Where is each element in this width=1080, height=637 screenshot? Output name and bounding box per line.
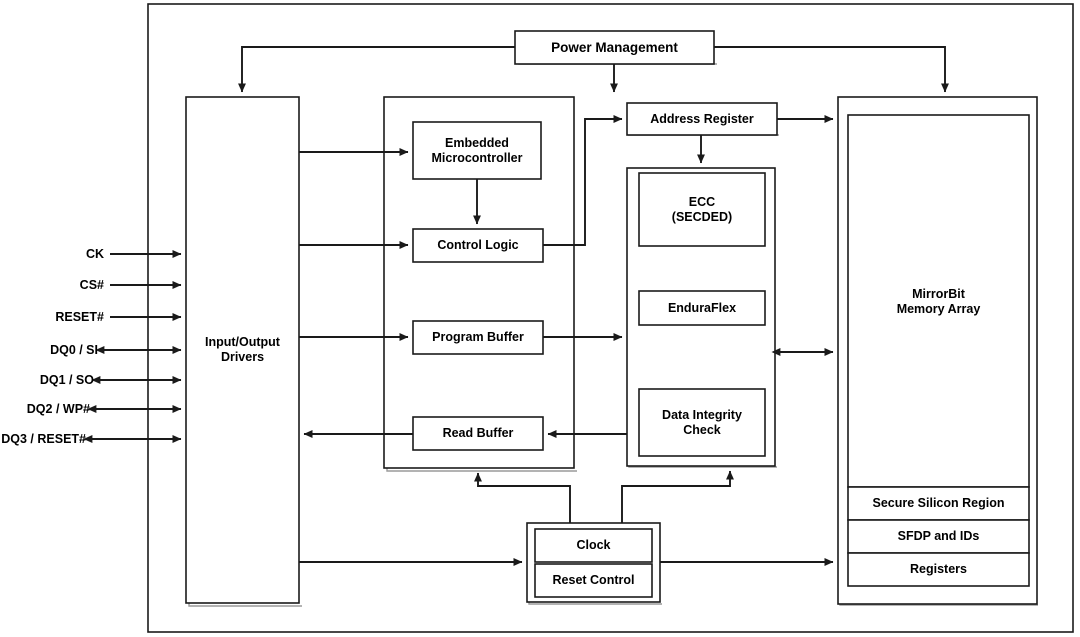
signal-label-dq2-wp: DQ2 / WP# <box>26 402 90 416</box>
program-buffer-block[interactable] <box>413 321 543 354</box>
signal-label-cs: CS# <box>79 278 104 292</box>
secure-silicon-region-block[interactable] <box>848 487 1029 520</box>
program-buffer-box <box>412 320 544 355</box>
embedded-mcu-box <box>412 121 542 180</box>
memory-array-block[interactable] <box>848 115 1029 487</box>
enduraflex-box <box>638 290 766 326</box>
data-integrity-check-box <box>638 388 766 457</box>
clock-box <box>534 528 653 563</box>
power-management-block[interactable] <box>515 31 714 64</box>
ecc-box <box>638 172 766 247</box>
wire-power-to-io <box>238 46 515 93</box>
sfdp-and-ids-block[interactable] <box>848 520 1029 553</box>
signal-label-dq1-so: DQ1 / SO <box>39 373 94 387</box>
reset-control-block[interactable] <box>535 564 652 597</box>
io-drivers-box <box>185 96 300 604</box>
wire-control-logic-to-address-register <box>543 115 623 246</box>
reset-control-box <box>534 563 653 598</box>
io-drivers-block[interactable] <box>186 97 299 603</box>
signal-label-reset: RESET# <box>55 310 104 324</box>
signal-label-ck: CK <box>85 247 104 261</box>
secure-silicon-region-box <box>847 486 1030 521</box>
read-buffer-block[interactable] <box>413 417 543 450</box>
address-register-block[interactable] <box>627 103 777 135</box>
memory-array-box <box>847 114 1030 488</box>
clock-block[interactable] <box>535 529 652 562</box>
address-register-box <box>626 102 778 136</box>
wire-clock-to-control-group <box>474 472 571 523</box>
signal-label-dq0-si: DQ0 / SI <box>50 343 98 357</box>
wire-clock-to-ecc-group <box>621 470 734 523</box>
enduraflex-block[interactable] <box>639 291 765 325</box>
embedded-mcu-block[interactable] <box>413 122 541 179</box>
signal-label-dq3-reset: DQ3 / RESET# <box>1 432 86 446</box>
ecc-block[interactable] <box>639 173 765 246</box>
data-integrity-check-block[interactable] <box>639 389 765 456</box>
registers-box <box>847 552 1030 587</box>
registers-block[interactable] <box>848 553 1029 586</box>
control-logic-block[interactable] <box>413 229 543 262</box>
wire-power-to-memory <box>714 46 949 93</box>
